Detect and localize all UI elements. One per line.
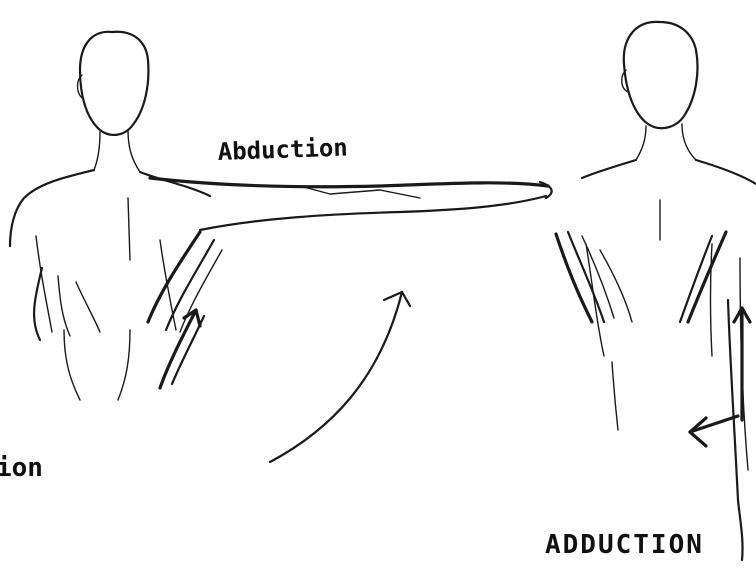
right-figure-neck-right <box>682 124 696 160</box>
left-figure <box>10 32 552 462</box>
right-figure-arm-left-4 <box>600 250 632 322</box>
left-figure-raised-arm-top <box>150 178 548 187</box>
abduction-label: Abduction <box>217 133 348 166</box>
left-figure-neck-left <box>94 132 100 170</box>
right-figure-shoulder-right <box>696 160 756 184</box>
adduction-label: ADDUCTION <box>545 530 704 560</box>
left-figure-up-arrow <box>160 310 196 388</box>
left-figure-hand-left <box>34 268 42 340</box>
left-figure-neck-right <box>128 130 140 172</box>
right-figure-head <box>624 22 698 128</box>
left-figure-raised-arm-bottom <box>200 196 546 230</box>
left-figure-hip-left <box>64 330 80 400</box>
abduction-curved-arrow-head <box>384 292 410 306</box>
cropped-left-label: ion <box>0 453 43 483</box>
left-figure-head <box>80 32 148 135</box>
right-figure <box>556 22 756 560</box>
left-figure-sternum <box>128 198 130 260</box>
left-figure-hip-right <box>118 330 130 400</box>
left-figure-hand-left-fingers-2 <box>76 282 100 332</box>
right-figure-hip-left <box>612 362 618 430</box>
right-figure-neck-left <box>636 126 646 160</box>
left-figure-shoulder-left <box>10 170 94 246</box>
right-figure-arm-right-1 <box>688 232 726 322</box>
adduction-left-arrow-head <box>690 418 706 446</box>
right-figure-shoulder-left <box>582 160 636 178</box>
left-figure-hand-left-fingers <box>58 276 70 336</box>
abduction-curved-arrow <box>270 292 402 462</box>
